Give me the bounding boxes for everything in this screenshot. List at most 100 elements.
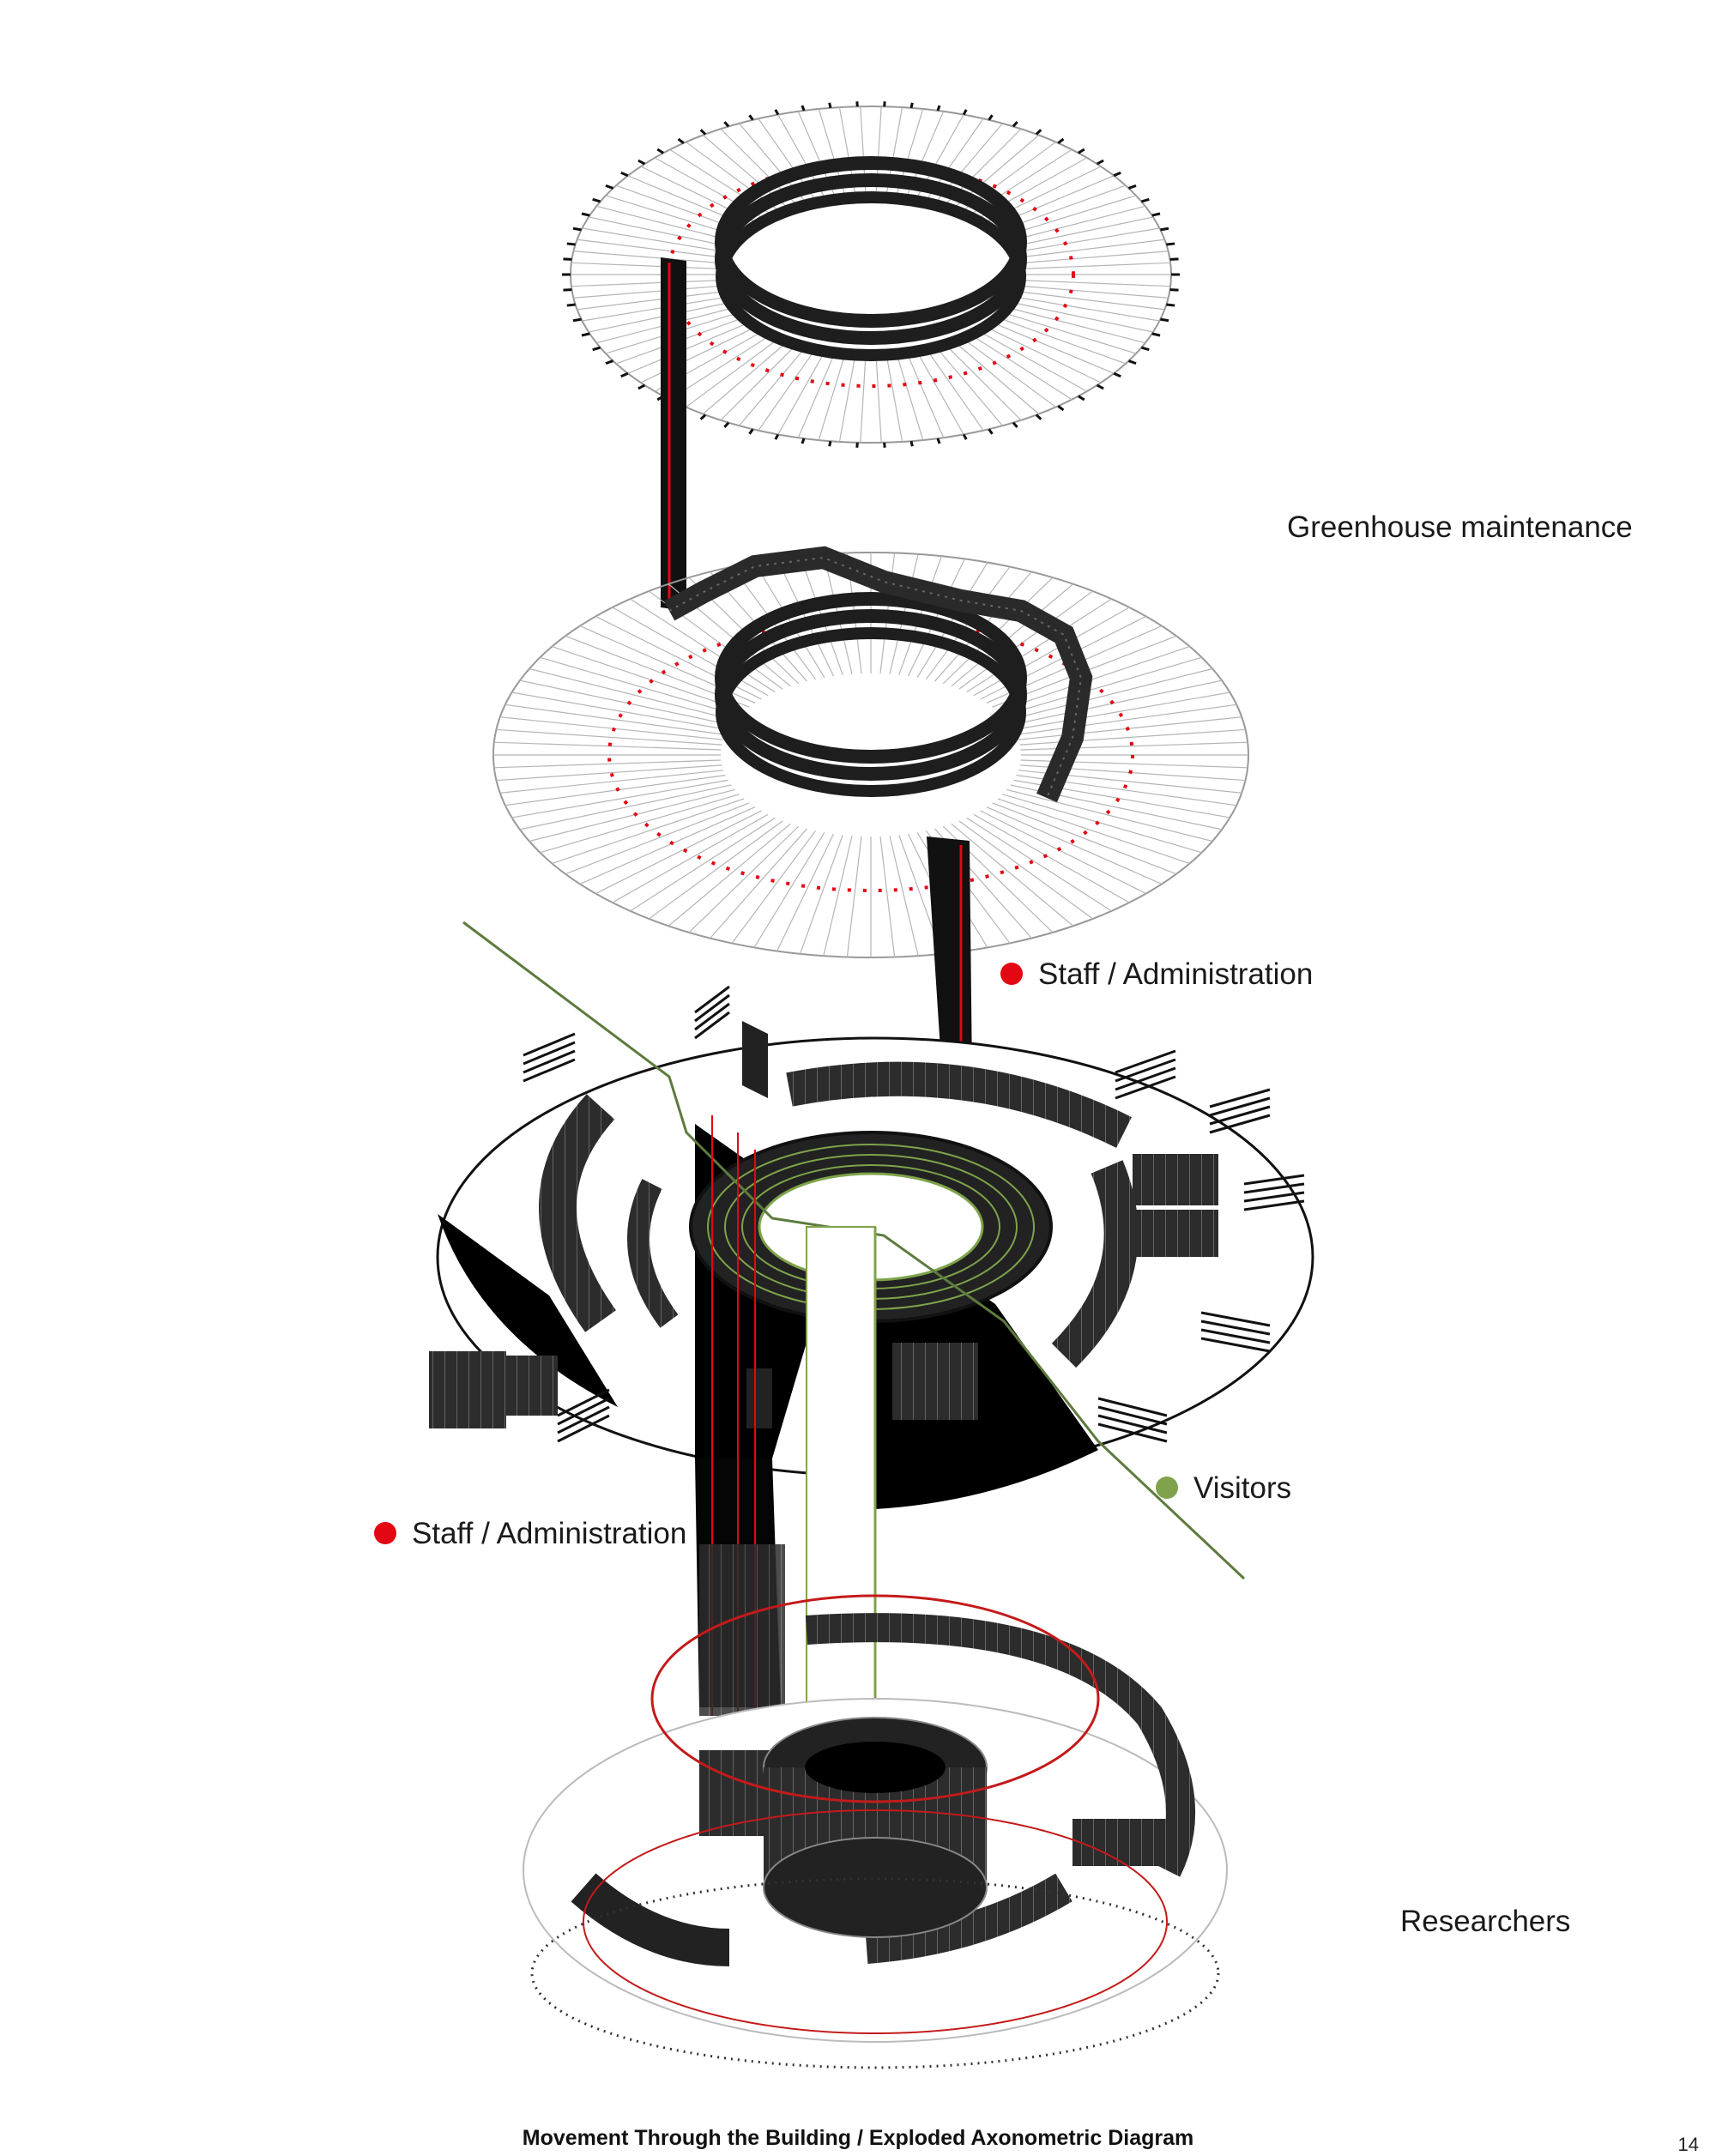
edge-tick — [938, 438, 940, 444]
edge-tick — [1036, 130, 1042, 134]
edge-tick — [563, 290, 571, 291]
radial-rib — [740, 347, 806, 426]
radial-rib — [496, 765, 722, 781]
radial-rib — [1015, 297, 1159, 321]
radial-rib — [494, 742, 721, 750]
edge-tick — [1114, 172, 1121, 176]
radial-rib — [540, 657, 739, 716]
edge-tick — [567, 244, 576, 245]
edge-tick — [1128, 185, 1136, 188]
edge-tick — [964, 434, 966, 439]
edge-tick — [638, 160, 645, 164]
edge-tick — [830, 103, 831, 108]
radial-rib — [1018, 239, 1164, 257]
radial-rib — [494, 760, 721, 768]
radial-rib — [1018, 292, 1164, 310]
greenhouse-floor-level — [493, 553, 1248, 957]
radial-rib — [1013, 692, 1230, 730]
edge-tick — [830, 441, 831, 446]
radial-rib — [1019, 251, 1168, 263]
radial-rib — [1018, 717, 1242, 740]
edge-tick — [1013, 122, 1018, 126]
label-staff-administration-upper: Staff / Administration — [1000, 957, 1313, 992]
edge-tick — [776, 110, 778, 115]
radial-rib — [886, 355, 902, 441]
radial-rib — [861, 356, 866, 443]
radial-rib — [573, 251, 722, 263]
radial-rib — [880, 836, 895, 957]
edge-tick — [911, 441, 912, 446]
label-greenhouse-maintenance: Greenhouse maintenance — [1287, 510, 1633, 545]
radial-rib — [520, 680, 731, 725]
radial-rib — [819, 355, 844, 440]
radial-rib — [839, 355, 855, 441]
radial-rib — [754, 832, 825, 947]
radial-rib — [512, 692, 728, 730]
radial-rib — [589, 302, 729, 332]
edge-tick — [1141, 347, 1149, 350]
radial-rib — [955, 342, 1039, 414]
radial-rib — [998, 317, 1125, 364]
radial-rib — [571, 281, 722, 287]
radial-rib — [583, 228, 727, 252]
edge-tick — [989, 115, 993, 120]
edge-tick — [582, 334, 589, 335]
edge-tick — [724, 122, 728, 126]
edge-tick — [776, 434, 778, 439]
radial-rib — [1011, 680, 1222, 725]
radial-rib — [571, 263, 722, 269]
edge-tick — [1160, 228, 1169, 230]
edge-tick — [593, 347, 601, 350]
greenhouse-roof-level — [562, 101, 1180, 448]
radial-rib — [847, 836, 861, 957]
radial-rib — [876, 356, 881, 443]
radial-rib — [801, 835, 843, 954]
structure-tick — [1210, 1107, 1270, 1124]
edge-tick — [750, 115, 753, 120]
edge-tick — [938, 106, 940, 111]
radial-rib — [649, 821, 782, 919]
edge-tick — [573, 228, 582, 230]
edge-tick — [1097, 385, 1104, 389]
radial-rib — [964, 339, 1056, 408]
radial-rib — [540, 794, 739, 853]
staff-legend-dot — [374, 1522, 396, 1544]
radial-rib — [500, 717, 723, 740]
radial-rib — [1012, 217, 1152, 247]
edge-tick — [1058, 139, 1063, 143]
radial-rib — [1021, 281, 1171, 287]
label-visitors: Visitors — [1156, 1471, 1291, 1506]
edge-tick — [989, 429, 993, 434]
page-number: 14 — [1678, 2134, 1699, 2156]
radial-rib — [686, 339, 779, 408]
label-staff-administration-lower: Staff / Administration — [374, 1517, 686, 1551]
edge-tick — [701, 415, 706, 420]
radial-rib — [573, 286, 722, 298]
radial-rib — [703, 342, 787, 414]
structure-tick — [1210, 1090, 1270, 1107]
radial-rib — [520, 785, 731, 830]
edge-tick — [1170, 259, 1179, 260]
edge-tick — [573, 319, 582, 321]
label-text: Staff / Administration — [1038, 957, 1313, 991]
radial-rib — [1021, 742, 1248, 750]
edge-tick — [1097, 160, 1104, 164]
edge-tick — [1152, 334, 1160, 335]
radial-rib — [777, 834, 834, 951]
edge-tick — [1058, 406, 1063, 410]
radial-rib — [689, 826, 799, 933]
visitors-legend-dot — [1156, 1477, 1178, 1499]
structure-tick — [1210, 1098, 1270, 1115]
radial-rib — [512, 780, 728, 818]
radial-rib — [577, 292, 724, 310]
radial-rib — [1019, 286, 1168, 298]
radial-rib — [1004, 313, 1137, 353]
label-text: Staff / Administration — [412, 1517, 686, 1550]
edge-tick — [1079, 396, 1085, 400]
edge-tick — [1141, 199, 1149, 202]
edge-tick — [657, 149, 663, 153]
edge-tick — [621, 373, 628, 377]
radial-rib — [1015, 228, 1159, 252]
edge-tick — [701, 130, 706, 134]
